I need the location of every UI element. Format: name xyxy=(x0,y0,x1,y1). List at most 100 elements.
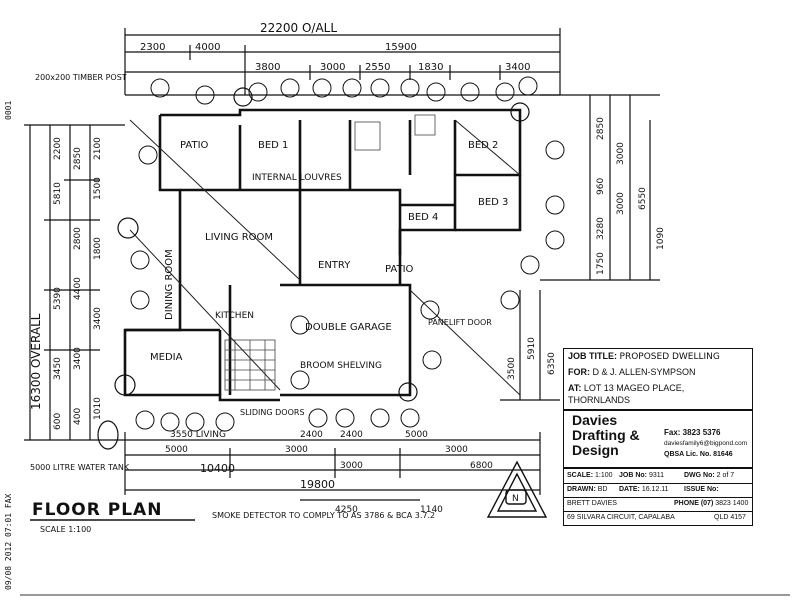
person-field: BRETT DAVIES xyxy=(567,500,617,507)
window-tags-top xyxy=(150,76,538,105)
scale-label: SCALE 1:100 xyxy=(40,525,91,534)
details-row-4: 69 SILVARA CIRCUIT, CAPALABA QLD 4157 xyxy=(564,511,752,525)
details-row-2: DRAWN: BD DATE: 16.12.11 ISSUE No: xyxy=(564,483,752,498)
window-tags-sides xyxy=(130,140,565,432)
room-label-media: MEDIA xyxy=(150,352,183,363)
dim-bottom-10: 19800 xyxy=(300,478,335,491)
room-label-bed-1: BED 1 xyxy=(258,140,288,151)
dim-bottom-12: 1140 xyxy=(420,505,443,515)
room-label-kitchen: KITCHEN xyxy=(215,311,254,321)
postcode-field: QLD 4157 xyxy=(714,514,746,521)
dim-bottom-7: 3000 xyxy=(340,461,363,471)
dim-left-6: 2800 xyxy=(73,227,83,250)
dim-bottom-11: 4250 xyxy=(335,505,358,515)
firm-email: daviesfamily6@bigpond.com xyxy=(664,440,748,447)
dim-right-7: 1090 xyxy=(656,227,666,250)
phone-field: PHONE (07) 3823 1400 xyxy=(674,500,749,507)
details-row-1: SCALE: 1:100 JOB No: 9311 DWG No: 2 of 7 xyxy=(564,469,752,484)
firm-name-line-3: Design xyxy=(572,442,619,458)
dim-left-8: 3400 xyxy=(93,307,103,330)
firm-qbsa: QBSA Lic. No. 81646 xyxy=(664,451,733,458)
dim-right-9: 5910 xyxy=(527,337,537,360)
dim-left-5: 3450 xyxy=(53,357,63,380)
dim-bottom-4: 5000 xyxy=(165,445,188,455)
top-dimension-lines xyxy=(124,28,561,96)
diagonal-construction-lines xyxy=(129,119,521,396)
dim-right-4: 6550 xyxy=(638,187,648,210)
at-value: LOT 13 MAGEO PLACE, THORNLANDS xyxy=(568,383,685,405)
dim-left-11: 1800 xyxy=(93,237,103,260)
dim-bottom-3: 2400 xyxy=(340,430,363,440)
dim-right-6: 3000 xyxy=(616,192,626,215)
firm-name-line-1: Davies xyxy=(572,412,618,428)
north-arrow xyxy=(486,460,548,518)
for-value: D & J. ALLEN-SYMPSON xyxy=(592,367,696,377)
drawing-title: FLOOR PLAN xyxy=(32,500,162,520)
dim-bottom-8: 3000 xyxy=(445,445,468,455)
dim-left-1: 5810 xyxy=(53,182,63,205)
dim-left-9: 2100 xyxy=(93,137,103,160)
details-row-3: BRETT DAVIES PHONE (07) 3823 1400 xyxy=(564,497,752,512)
room-label-sliding-doors: SLIDING DOORS xyxy=(240,408,305,417)
fax-stamp: 09/08 2012 07:01 FAX 0001 xyxy=(2,60,14,600)
room-label-entry: ENTRY xyxy=(318,260,351,271)
dim-left-10: 1500 xyxy=(93,177,103,200)
firm-name-line-2: Drafting & xyxy=(572,427,640,443)
bottom-dimension-values: 3550 LIVING 2400 2400 5000 3000 10400 30… xyxy=(165,430,493,515)
room-label-living: LIVING ROOM xyxy=(205,232,273,243)
at-label: AT: xyxy=(568,383,582,393)
room-label-dining: DINING ROOM xyxy=(164,249,175,320)
bottom-dimension-lines xyxy=(124,432,541,501)
firm-box: Davies Drafting & Design Fax: 3823 5376 … xyxy=(563,410,753,468)
job-details-box: SCALE: 1:100 JOB No: 9311 DWG No: 2 of 7… xyxy=(563,468,753,526)
dwg-no-field: DWG No: 2 of 7 xyxy=(684,472,735,479)
dim-top-7: 1830 xyxy=(418,62,443,73)
fax-timestamp: 09/08 2012 07:01 FAX xyxy=(4,493,13,590)
dim-bottom-5: 3000 xyxy=(285,445,308,455)
left-dimension-values: 5810 2850 5390 4400 3450 2800 3400 3400 … xyxy=(53,137,103,430)
job-title-label: JOB TITLE: xyxy=(568,351,617,361)
building-outline xyxy=(123,108,522,402)
dim-bottom-13: 5000 xyxy=(405,430,428,440)
dim-right-11: 1750 xyxy=(596,252,606,275)
right-dimension-values: 2850 3000 960 6550 3280 3000 1090 3500 5… xyxy=(507,117,666,380)
north-label: N xyxy=(512,494,519,504)
dim-right-2: 3000 xyxy=(616,142,626,165)
dim-right-8: 3500 xyxy=(507,357,517,380)
dim-top-6: 2550 xyxy=(365,62,390,73)
firm-fax: Fax: 3823 5376 xyxy=(664,428,721,437)
room-label-bed-4: BED 4 xyxy=(408,212,438,223)
dim-left-12: 2200 xyxy=(53,137,63,160)
dim-top-5: 3000 xyxy=(320,62,345,73)
room-label-shelving: BROOM SHELVING xyxy=(300,361,382,371)
dim-top-3: 15900 xyxy=(385,42,417,53)
left-dimension-lines xyxy=(24,124,125,441)
dim-right-3: 960 xyxy=(596,178,606,195)
room-label-timber-post: 200x200 TIMBER POST xyxy=(35,73,127,82)
dim-top-2: 4000 xyxy=(195,42,220,53)
dim-left-4: 4400 xyxy=(73,277,83,300)
job-title-value: PROPOSED DWELLING xyxy=(619,352,720,362)
dim-bottom-1: 3550 LIVING xyxy=(170,430,226,440)
fax-stamp-text: 09/08 2012 07:01 FAX 0001 xyxy=(4,101,13,590)
dim-right-5: 3280 xyxy=(596,217,606,240)
overall-height-label: 16300 OVERALL xyxy=(29,313,43,410)
job-no-field: JOB No: 9311 xyxy=(619,472,665,479)
room-labels: PATIO BED 1 INTERNAL LOUVRES LIVING ROOM… xyxy=(30,73,508,472)
dim-left-14: 400 xyxy=(73,408,83,425)
job-title-box: JOB TITLE: PROPOSED DWELLING FOR: D & J.… xyxy=(563,348,753,410)
water-tank-symbol xyxy=(97,420,119,450)
drawn-field: DRAWN: BD xyxy=(567,486,608,493)
smoke-detector-note: SMOKE DETECTOR TO COMPLY TO AS 3786 & BC… xyxy=(212,511,435,520)
dim-top-4: 3800 xyxy=(255,62,280,73)
date-field: DATE: 16.12.11 xyxy=(619,486,669,493)
dim-top-8: 3400 xyxy=(505,62,530,73)
dim-left-13: 1010 xyxy=(93,397,103,420)
room-label-water-tank: 5000 LITRE WATER TANK xyxy=(30,463,130,472)
for-label: FOR: xyxy=(568,367,590,377)
corner-markers xyxy=(114,87,530,402)
room-label-patio-nw: PATIO xyxy=(180,140,209,151)
top-dimension-values: 2300 4000 15900 3800 3000 2550 1830 3400 xyxy=(140,42,530,73)
wet-area-hatching xyxy=(224,114,436,391)
